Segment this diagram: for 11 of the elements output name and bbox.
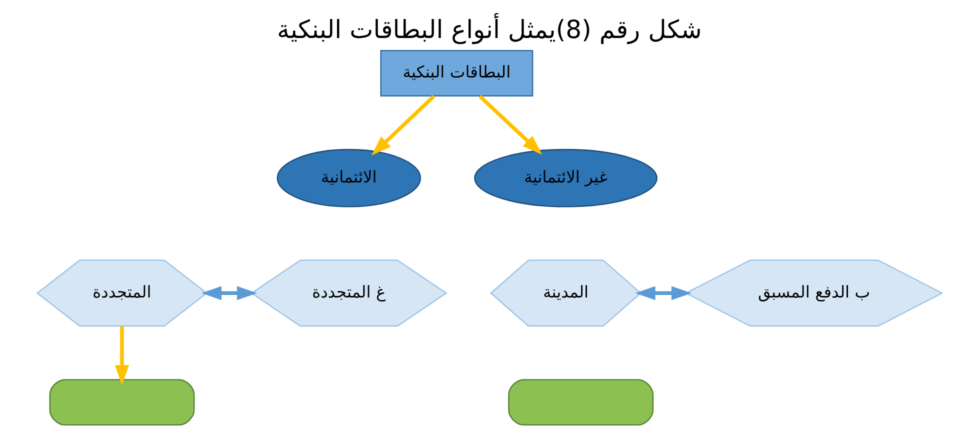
node-box: البطاقات البنكية [380,50,534,96]
node-box [508,379,654,426]
node-ellipse: غير الائتمانية [474,148,658,208]
diagram-title: شكل رقم (8)يمثل أنواع البطاقات البنكية [277,15,702,44]
arrow [635,286,692,300]
arrow [371,94,436,156]
arrow [114,326,130,386]
node-box [49,379,195,426]
arrow [478,94,542,155]
arrow [201,286,258,300]
node-ellipse: الائتمانية [276,148,422,208]
